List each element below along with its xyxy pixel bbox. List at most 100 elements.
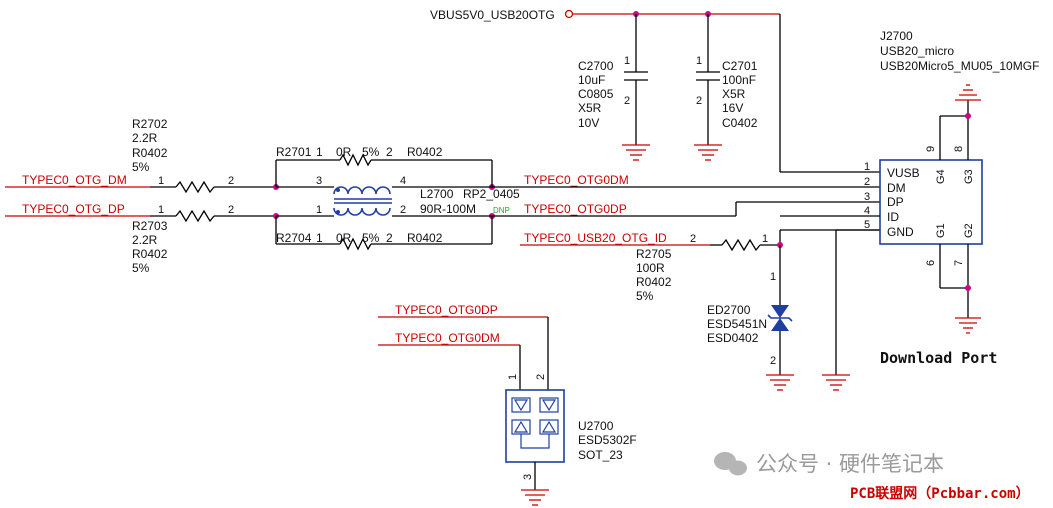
svg-text:C2701: C2701 (722, 59, 758, 73)
ground-icon (822, 374, 850, 391)
svg-text:G4: G4 (935, 169, 947, 184)
svg-text:C2700: C2700 (578, 59, 614, 73)
svg-text:10uF: 10uF (578, 73, 605, 87)
svg-text:3: 3 (864, 191, 870, 203)
connector-nets: TYPEC0_OTG0DM TYPEC0_OTG0DP (492, 173, 880, 217)
vbus-rail: VBUS5V0_USB20OTG (430, 8, 880, 173)
svg-text:16V: 16V (722, 101, 743, 115)
svg-text:2: 2 (696, 95, 702, 107)
svg-text:2: 2 (624, 95, 630, 107)
svg-text:X5R: X5R (578, 101, 602, 115)
svg-text:DNP: DNP (493, 206, 510, 215)
wechat-icon (714, 452, 747, 476)
net-typec-dm: TYPEC0_OTG_DM (22, 173, 127, 187)
net-otg0-dp: TYPEC0_OTG0DP (524, 202, 627, 216)
svg-text:5%: 5% (362, 231, 380, 245)
esd-u2700: TYPEC0_OTG0DP TYPEC0_OTG0DM 1 2 3 U2700 (378, 303, 637, 506)
net-typec-dp: TYPEC0_OTG_DP (22, 202, 125, 216)
net-otg0-dp-esd: TYPEC0_OTG0DP (395, 303, 498, 317)
svg-text:2.2R: 2.2R (132, 233, 158, 247)
net-otg0-dm: TYPEC0_OTG0DM (524, 173, 629, 187)
ground-icon (955, 317, 981, 334)
svg-text:9: 9 (925, 146, 937, 152)
svg-text:8: 8 (953, 146, 965, 152)
svg-text:1: 1 (158, 204, 164, 216)
svg-text:R0402: R0402 (132, 146, 168, 160)
svg-text:1: 1 (864, 161, 870, 173)
svg-text:R2705: R2705 (636, 247, 672, 261)
svg-text:2.2R: 2.2R (132, 131, 158, 145)
svg-text:100nF: 100nF (722, 73, 756, 87)
svg-text:2: 2 (770, 355, 776, 367)
svg-text:ED2700: ED2700 (707, 303, 751, 317)
svg-text:USB20_micro: USB20_micro (880, 44, 954, 58)
capacitor-c2701: 1 2 C2701 100nF X5R 16V C0402 (694, 14, 758, 161)
svg-text:DP: DP (887, 195, 904, 209)
svg-text:ESD0402: ESD0402 (707, 331, 759, 345)
svg-text:G1: G1 (935, 223, 947, 238)
svg-text:R2704: R2704 (276, 231, 312, 245)
svg-text:1: 1 (316, 231, 323, 245)
ground-icon (622, 144, 650, 161)
svg-text:4: 4 (864, 205, 870, 217)
svg-text:X5R: X5R (722, 87, 746, 101)
svg-text:1: 1 (696, 55, 702, 67)
ground-icon (694, 144, 722, 161)
net-usb-id: TYPEC0_USB20_OTG_ID (524, 231, 667, 245)
svg-text:G3: G3 (963, 169, 975, 184)
svg-text:公众号 · 硬件笔记本: 公众号 · 硬件笔记本 (756, 452, 944, 476)
watermark: 公众号 · 硬件笔记本 PCB联盟网（Pcbbar.com） (714, 452, 1030, 502)
svg-text:U2700: U2700 (578, 419, 614, 433)
svg-text:R2703: R2703 (132, 219, 168, 233)
resistor-r2703: 1 2 R2703 2.2R R0402 5% (132, 204, 276, 275)
svg-text:2: 2 (386, 231, 393, 245)
svg-text:R0402: R0402 (132, 247, 168, 261)
svg-text:1: 1 (158, 175, 164, 187)
svg-text:2: 2 (535, 374, 547, 380)
svg-text:USB20Micro5_MU05_10MGF: USB20Micro5_MU05_10MGF (880, 59, 1039, 73)
svg-text:0R: 0R (336, 145, 352, 159)
diagram-title: Download Port (880, 349, 997, 367)
svg-text:3: 3 (316, 175, 322, 187)
resistor-r2704: R2704 1 0R 5% 2 R0402 (275, 216, 493, 251)
ground-icon (521, 489, 549, 506)
svg-text:1: 1 (624, 55, 630, 67)
choke-l2700: 3 4 1 2 L2700 RP2_0405 90R-100M DNP (276, 175, 520, 217)
svg-text:5: 5 (864, 219, 870, 231)
svg-text:2: 2 (228, 204, 234, 216)
esd-ed2700: 1 2 ED2700 ESD5451N ESD0402 (707, 245, 794, 391)
ground-icon (766, 374, 794, 391)
svg-text:ESD5302F: ESD5302F (578, 433, 637, 447)
svg-text:2: 2 (386, 145, 393, 159)
svg-text:PCB联盟网（Pcbbar.com）: PCB联盟网（Pcbbar.com） (850, 486, 1030, 502)
capacitor-c2700: 1 2 C2700 10uF C0805 X5R 10V (578, 14, 650, 161)
svg-text:6: 6 (925, 260, 937, 266)
svg-text:4: 4 (400, 175, 406, 187)
svg-text:GND: GND (887, 225, 914, 239)
gnd-pin5 (822, 229, 880, 391)
svg-text:2: 2 (690, 233, 696, 245)
svg-text:R2701: R2701 (276, 145, 312, 159)
svg-text:C0402: C0402 (722, 116, 758, 130)
svg-text:5%: 5% (636, 289, 654, 303)
svg-text:VUSB: VUSB (887, 166, 920, 180)
resistor-r2702: 1 2 R2702 2.2R R0402 5% (132, 117, 276, 194)
svg-text:C0805: C0805 (578, 87, 614, 101)
svg-text:1: 1 (507, 374, 519, 380)
svg-text:2: 2 (864, 176, 870, 188)
svg-text:5%: 5% (132, 160, 150, 174)
svg-text:RP2_0405: RP2_0405 (463, 187, 520, 201)
svg-text:0R: 0R (336, 231, 352, 245)
svg-text:5%: 5% (132, 261, 150, 275)
svg-text:SOT_23: SOT_23 (578, 448, 623, 462)
svg-text:G2: G2 (963, 223, 975, 238)
svg-text:1: 1 (316, 204, 322, 216)
svg-text:R0402: R0402 (636, 275, 672, 289)
svg-text:100R: 100R (636, 261, 665, 275)
svg-text:2: 2 (400, 204, 406, 216)
net-otg0-dm-esd: TYPEC0_OTG0DM (395, 331, 500, 345)
svg-text:R0402: R0402 (407, 231, 443, 245)
vbus-label: VBUS5V0_USB20OTG (430, 8, 555, 22)
svg-text:2: 2 (228, 175, 234, 187)
